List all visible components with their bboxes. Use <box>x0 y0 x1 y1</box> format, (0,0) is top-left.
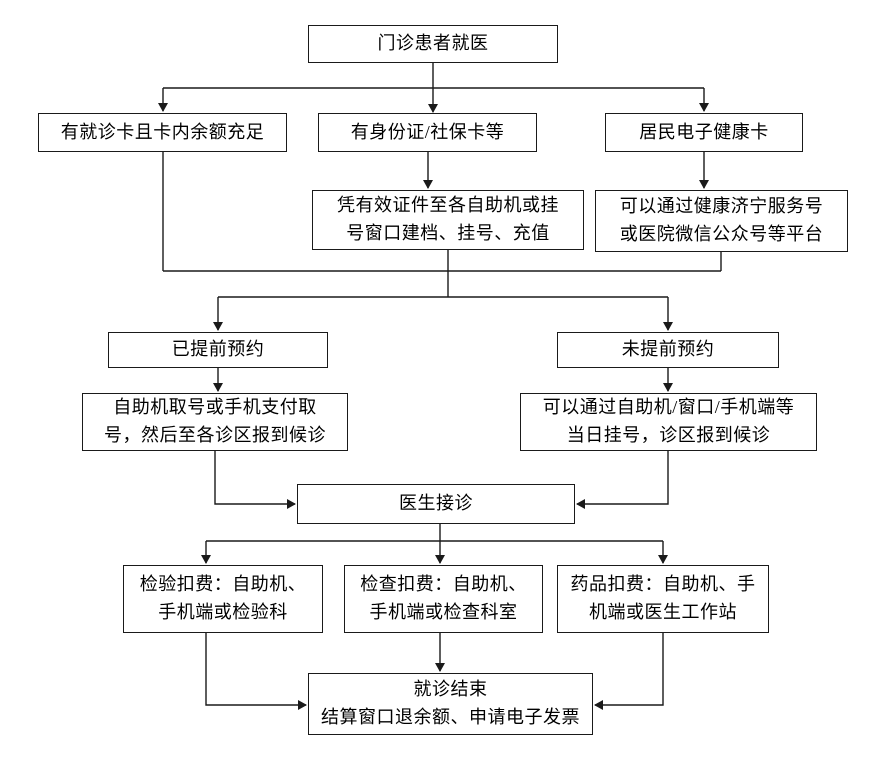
node-drug-fee: 药品扣费：自助机、手 机端或医生工作站 <box>557 565 769 633</box>
node-visit-end: 就诊结束 结算窗口退余额、申请电子发票 <box>308 673 593 735</box>
connector-drugfee-end <box>594 633 664 710</box>
node-same-day-register: 可以通过自助机/窗口/手机端等 当日挂号，诊区报到候诊 <box>520 393 817 451</box>
node-self-checkin: 自助机取号或手机支付取 号，然后至各诊区报到候诊 <box>82 393 348 451</box>
node-doctor-visit: 医生接诊 <box>297 484 575 524</box>
node-not-booked: 未提前预约 <box>557 332 779 368</box>
node-booked: 已提前预约 <box>108 332 328 368</box>
connector-sameday-doctor <box>576 451 669 509</box>
node-register-recharge: 凭有效证件至各自助机或挂 号窗口建档、挂号、充值 <box>312 190 584 250</box>
connector-labfee-end <box>205 633 307 710</box>
node-online-platform: 可以通过健康济宁服务号 或医院微信公众号等平台 <box>595 190 848 252</box>
node-exam-fee: 检查扣费：自助机、 手机端或检查科室 <box>344 565 543 633</box>
connector-checkin-doctor <box>214 451 296 509</box>
node-id-card: 有身份证/社保卡等 <box>318 113 537 152</box>
node-lab-fee: 检验扣费：自助机、 手机端或检验科 <box>123 565 323 633</box>
node-ehealth-card: 居民电子健康卡 <box>605 113 803 152</box>
node-visit-card: 有就诊卡且卡内余额充足 <box>38 113 287 152</box>
node-start: 门诊患者就医 <box>308 25 558 63</box>
